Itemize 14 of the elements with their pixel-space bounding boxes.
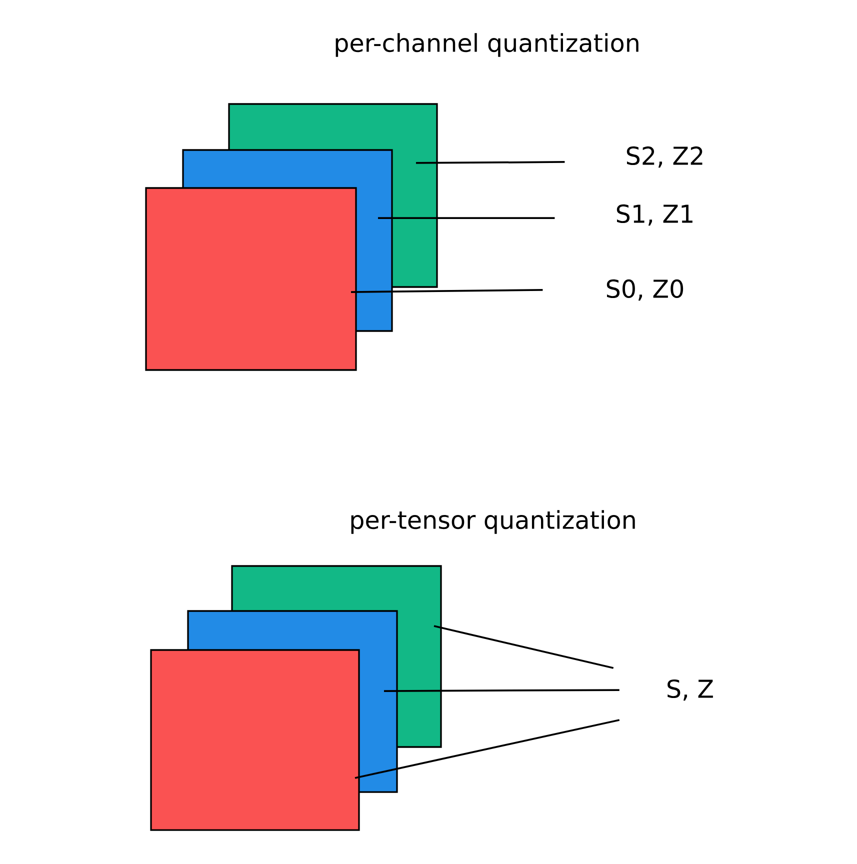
leader-line [384, 689, 620, 692]
channel-label: S2, Z2 [626, 146, 702, 168]
leader-line [351, 289, 543, 293]
heading: per-channel quantization [336, 33, 638, 57]
channel-label: S0, Z0 [606, 279, 684, 301]
heading: per-tensor quantization [351, 510, 635, 534]
channel-square [150, 649, 360, 831]
leader-line [434, 625, 614, 669]
leader-line [354, 719, 620, 779]
leader-line [378, 217, 555, 219]
channel-square [145, 187, 357, 371]
leader-line [416, 161, 565, 164]
channel-label: S1, Z1 [616, 204, 692, 226]
channel-label: S, Z [668, 679, 713, 701]
